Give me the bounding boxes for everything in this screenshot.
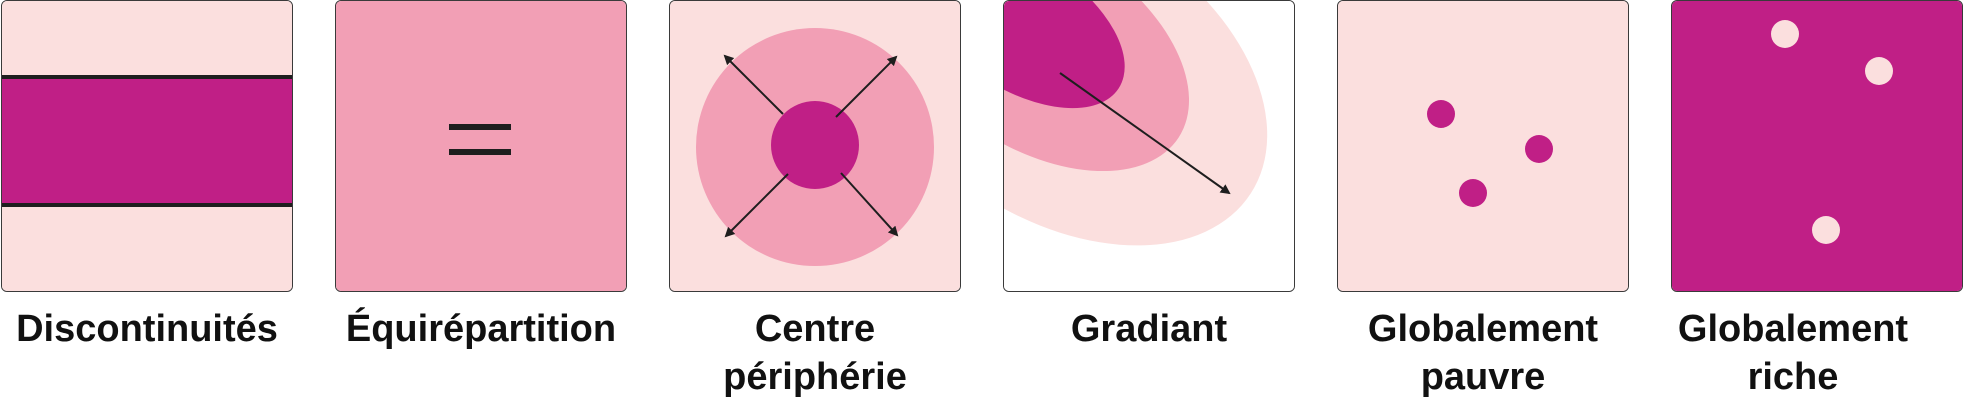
background-mid <box>336 1 626 291</box>
background-magenta <box>1672 1 1962 291</box>
gradient-arrow <box>1059 72 1231 195</box>
arrow-bottom-left <box>724 173 789 238</box>
caption-centre-peripherie: Centre périphérie <box>650 305 980 401</box>
equals-sign-bottom <box>449 149 511 155</box>
dot <box>1427 100 1455 128</box>
equal-distribution-illustration <box>336 1 626 291</box>
inner-zone <box>1004 1 1125 109</box>
gradient-illustration <box>1004 1 1294 291</box>
arrow-bottom-right <box>840 172 899 237</box>
caption-discontinuites: Discontinuités <box>0 305 312 353</box>
arrow-top-right <box>835 55 898 118</box>
caption-globalement-pauvre: Globalement pauvre <box>1318 305 1648 401</box>
center-disk <box>771 101 859 189</box>
globally-poor-illustration <box>1338 1 1628 291</box>
panel-globalement-pauvre <box>1337 0 1629 292</box>
caption-globalement-riche: Globalement riche <box>1628 305 1958 401</box>
dot <box>1771 20 1799 48</box>
caption-equirepartition: Équirépartition <box>316 305 646 353</box>
globally-rich-illustration <box>1672 1 1962 291</box>
center-periphery-illustration <box>670 1 960 291</box>
panel-discontinuites <box>1 0 293 292</box>
dot <box>1865 57 1893 85</box>
caption-line: pauvre <box>1420 356 1546 398</box>
caption-line: riche <box>1747 356 1839 398</box>
caption-line: Centre <box>754 308 876 350</box>
dot <box>1459 179 1487 207</box>
panel-centre-peripherie <box>669 0 961 292</box>
panel-globalement-riche <box>1671 0 1963 292</box>
arrow-top-left <box>723 54 784 115</box>
caption-line: Globalement <box>1367 308 1599 350</box>
caption-line: Discontinuités <box>16 308 278 350</box>
caption-line: Globalement <box>1677 308 1909 350</box>
dot <box>1525 135 1553 163</box>
caption-line: Équirépartition <box>345 308 617 350</box>
caption-gradiant: Gradiant <box>984 305 1314 353</box>
dot <box>1812 216 1840 244</box>
panel-equirepartition <box>335 0 627 292</box>
magenta-band <box>2 77 292 206</box>
equals-sign-top <box>449 124 511 130</box>
background-light <box>1338 1 1628 291</box>
panel-gradiant <box>1003 0 1295 292</box>
discontinuity-illustration <box>2 1 292 291</box>
caption-line: Gradiant <box>1070 308 1228 350</box>
caption-line: périphérie <box>723 356 907 398</box>
